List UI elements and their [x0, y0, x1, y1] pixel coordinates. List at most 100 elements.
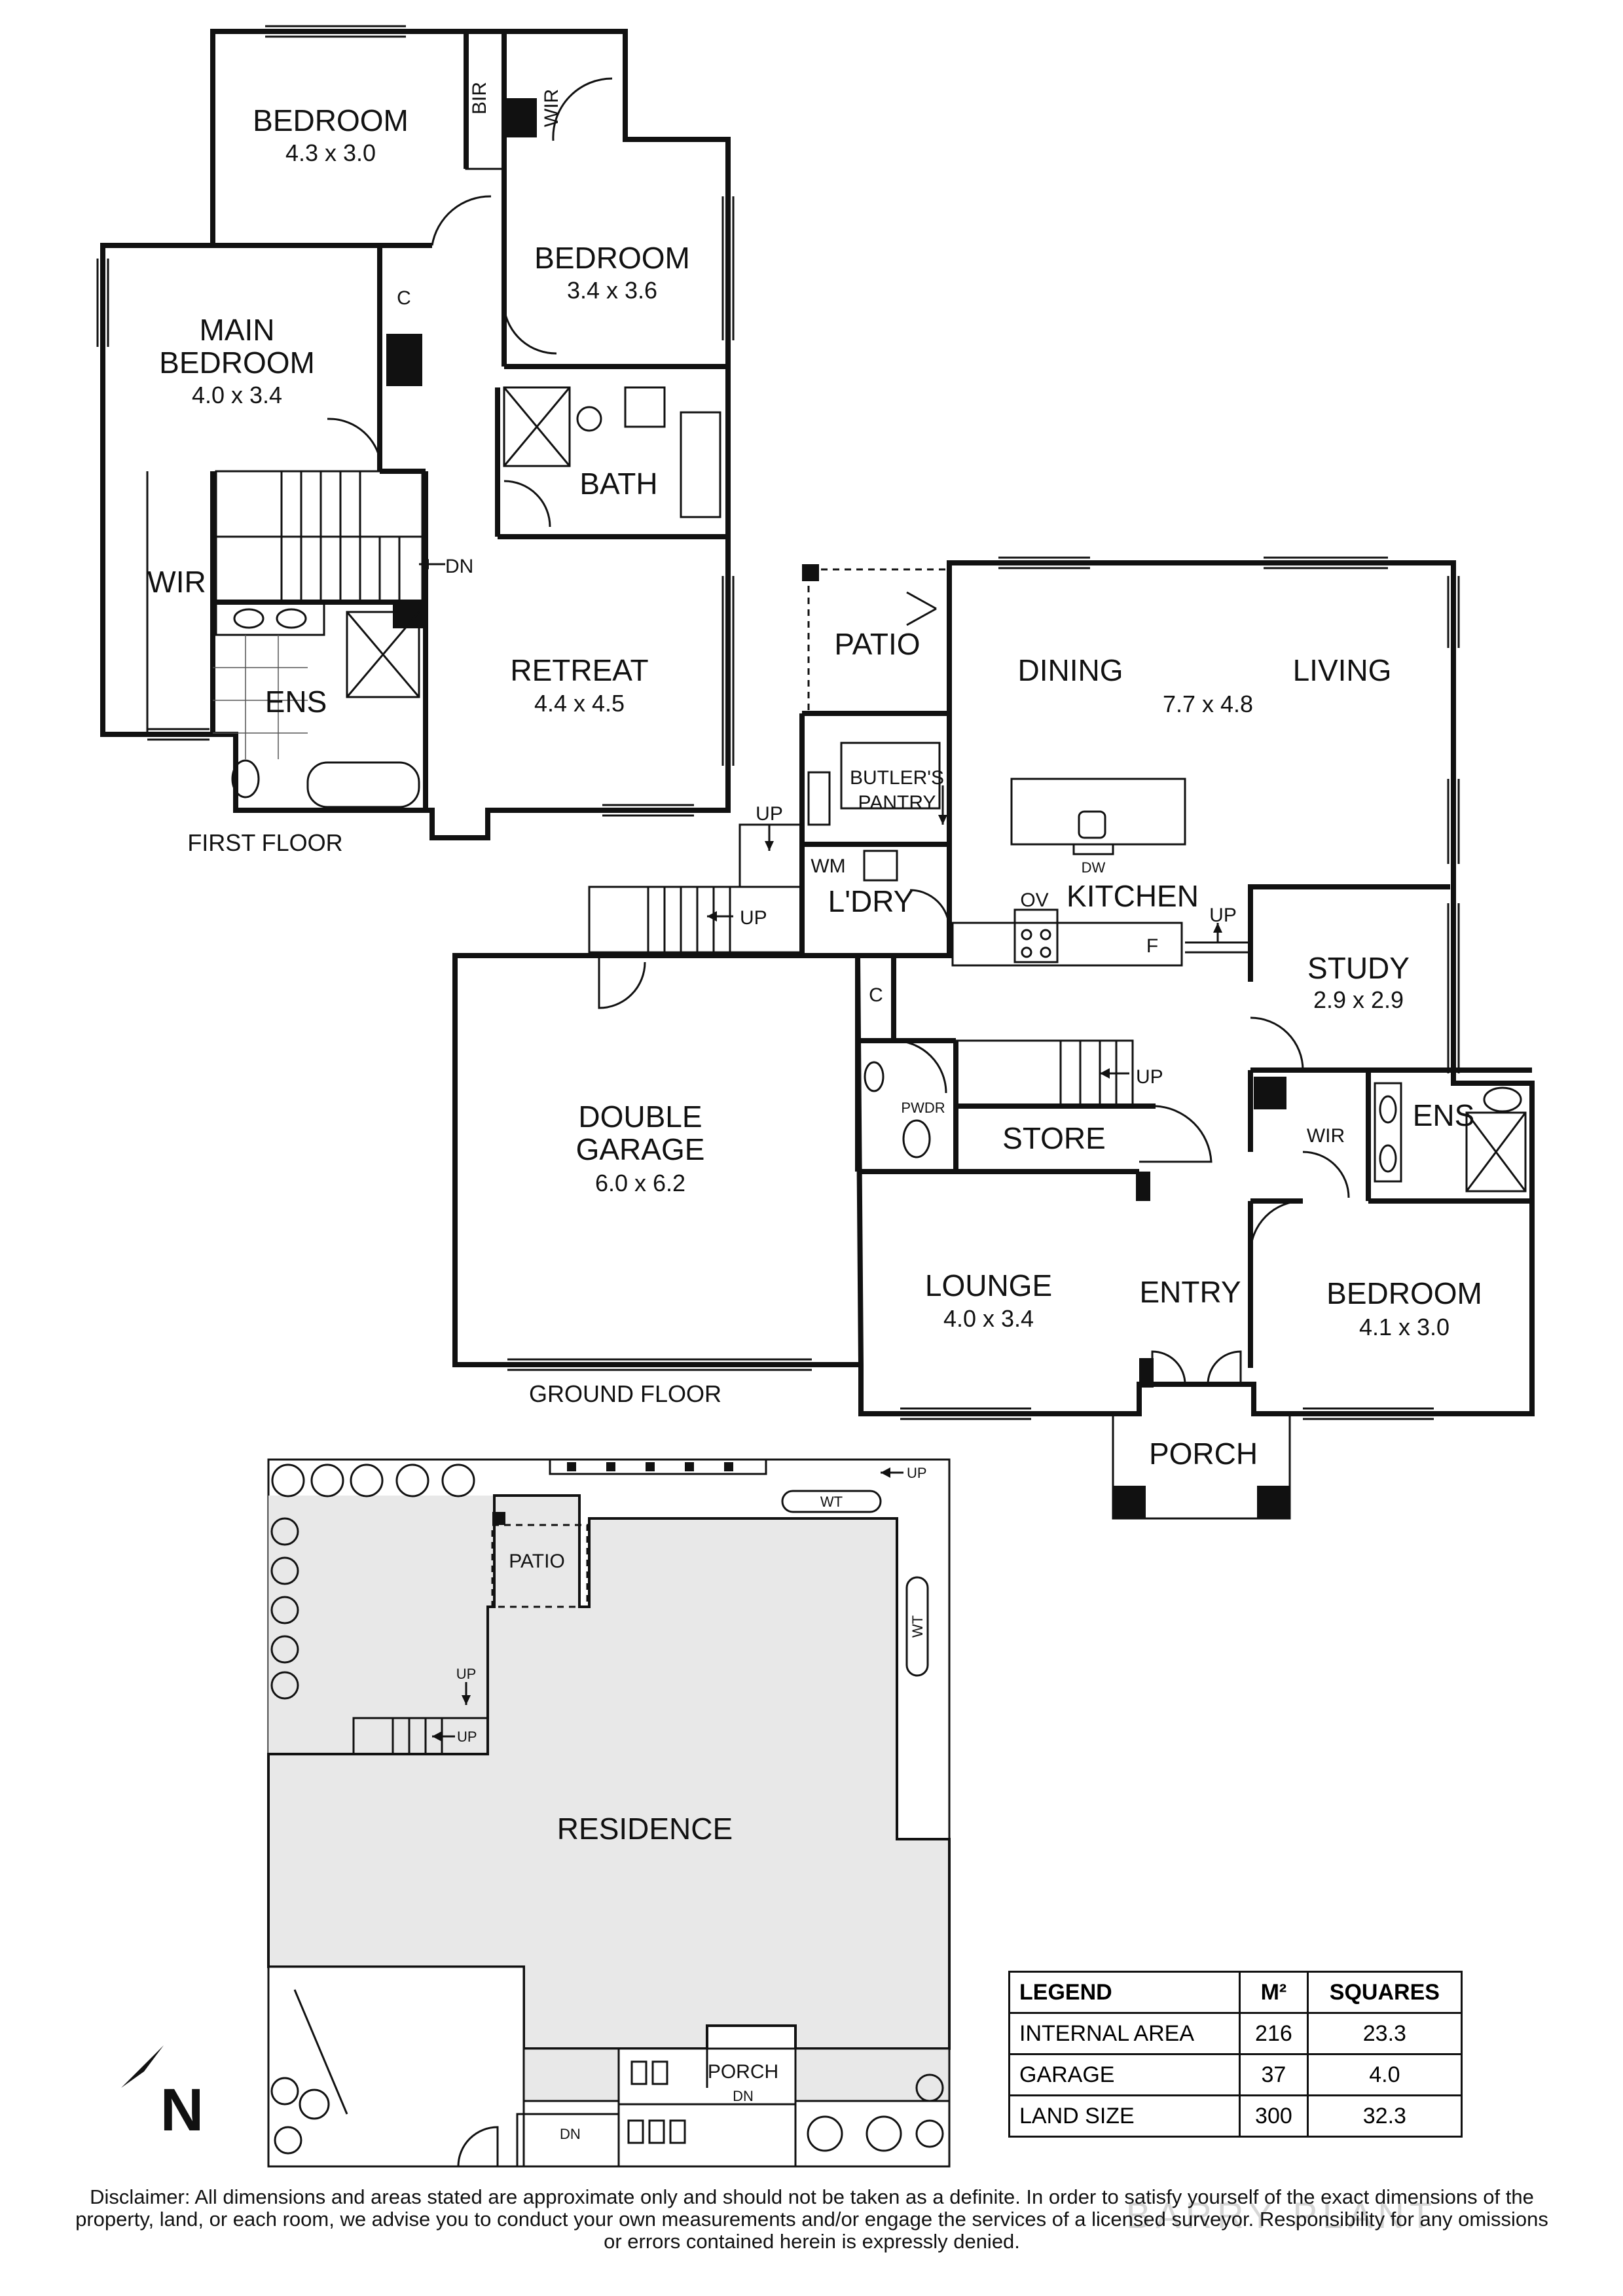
table-row: LAND SIZE 300 32.3: [1008, 2094, 1463, 2138]
lounge-dim: 4.0 x 3.4: [943, 1305, 1034, 1332]
legend-label: GARAGE: [1008, 2053, 1241, 2096]
door-swing: [552, 77, 613, 141]
dn-porch-label: DN: [733, 2088, 754, 2104]
up-label-a: UP: [756, 803, 783, 825]
garage-dim: 6.0 x 6.2: [595, 1170, 685, 1196]
main-bedroom-dim: 4.0 x 3.4: [192, 382, 282, 408]
site-plan: RESIDENCE PATIO PORCH WT WT UP UP UP DN …: [121, 1458, 951, 2168]
site-gate: [457, 2126, 499, 2167]
pillar: [386, 334, 422, 386]
wir-label: WIR: [147, 565, 206, 599]
ens-tiles: [213, 635, 308, 759]
door-swing: [503, 307, 557, 355]
study-dim: 2.9 x 2.9: [1313, 986, 1404, 1013]
garage-outline: [452, 953, 861, 1367]
bedroom-a-label: BEDROOM: [253, 103, 409, 137]
door-swing: [1302, 1151, 1350, 1198]
kitchen-label: KITCHEN: [1067, 879, 1199, 913]
fridge-label: F: [1146, 935, 1158, 957]
first-floor: BEDROOM 4.3 x 3.0 BIR WIR BEDROOM 3.4 x …: [96, 25, 735, 856]
entry-door-right: [1207, 1350, 1242, 1385]
wt-side-label: WT: [909, 1615, 926, 1638]
north-label: N: [160, 2077, 204, 2144]
store-stairs: [955, 1039, 1134, 1107]
site-porch-label: PORCH: [708, 2061, 778, 2083]
bath-label: BATH: [579, 467, 657, 501]
legend-m2: 300: [1239, 2094, 1309, 2138]
table-row: GARAGE 37 4.0: [1008, 2053, 1463, 2096]
pwdr-label: PWDR: [901, 1100, 945, 1116]
pwdr-basin: [864, 1061, 884, 1092]
door-swing: [893, 1039, 947, 1094]
first-floor-windows: [96, 25, 735, 817]
bathtub: [680, 411, 721, 518]
ens-vanity: [1374, 1082, 1402, 1183]
garage-label-1: DOUBLE: [578, 1100, 702, 1134]
retreat-dim: 4.4 x 4.5: [534, 690, 625, 717]
shrubs: [270, 1463, 944, 2155]
bedroom-ground-label: BEDROOM: [1326, 1276, 1482, 1310]
wt-top-label: WT: [820, 1494, 843, 1510]
store-label: STORE: [1002, 1121, 1106, 1155]
porch-outline: [1112, 1414, 1291, 1520]
bedroom-a-dim: 4.3 x 3.0: [285, 139, 376, 166]
patio-door: [906, 591, 937, 610]
wir-ground-label: WIR: [1307, 1125, 1345, 1147]
patio-label: PATIO: [834, 627, 920, 661]
butlers-label-2: PANTRY: [858, 792, 936, 814]
closet-label-ground: C: [869, 984, 883, 1006]
wm-label: WM: [811, 855, 845, 877]
ens-ground-label: ENS: [1413, 1098, 1475, 1132]
ground-floor-title: GROUND FLOOR: [529, 1380, 721, 1407]
pwdr-toilet: [902, 1119, 931, 1158]
retreat-label: RETREAT: [510, 653, 648, 687]
study-label: STUDY: [1307, 951, 1410, 985]
legend-table: LEGEND M² SQUARES INTERNAL AREA 216 23.3…: [1008, 1971, 1463, 2138]
site-stairs: [352, 1717, 489, 1755]
garage-internal-door: [598, 956, 646, 1009]
oven: [1013, 908, 1059, 924]
cooktop: [1013, 922, 1059, 963]
disclaimer-text: Disclaimer: All dimensions and areas sta…: [75, 2185, 1548, 2253]
ens-vanity: [215, 601, 325, 636]
pantry-bench: [840, 742, 941, 810]
ground-stairs: [588, 823, 803, 954]
wir-top-label: WIR: [541, 89, 562, 127]
ens-bath: [306, 761, 420, 808]
main-bedroom-label-2: BEDROOM: [159, 346, 315, 380]
study-walls: [1248, 884, 1450, 982]
door-swing: [431, 195, 492, 246]
up-stair-label: UP: [457, 1729, 477, 1745]
legend-m2: 37: [1239, 2053, 1309, 2096]
ens-label: ENS: [265, 685, 327, 719]
shower: [503, 386, 571, 467]
entry-label: ENTRY: [1139, 1275, 1241, 1309]
ens-shower: [346, 611, 420, 698]
bedroom-ground-dim: 4.1 x 3.0: [1359, 1314, 1450, 1340]
porch-label: PORCH: [1149, 1437, 1258, 1471]
first-floor-outline: [100, 29, 731, 840]
entry-door-left: [1151, 1350, 1186, 1385]
table-row: INTERNAL AREA 216 23.3: [1008, 2012, 1463, 2055]
stairs: [215, 470, 445, 603]
up-kitchen-label: UP: [1209, 905, 1237, 926]
door-swing: [909, 889, 951, 930]
water-tank-side: [905, 1576, 929, 1677]
main-bedroom-label-1: MAIN: [200, 313, 275, 347]
squares-header: SQUARES: [1306, 1971, 1463, 2014]
first-floor-title: FIRST FLOOR: [187, 829, 342, 856]
legend-label: LAND SIZE: [1008, 2094, 1241, 2138]
ens-shower: [1465, 1111, 1527, 1193]
up-side-label: UP: [456, 1666, 477, 1682]
kitchen-bench: [951, 922, 1183, 967]
ens-toilet: [231, 759, 260, 798]
legend-label: INTERNAL AREA: [1008, 2012, 1241, 2055]
closet-label: C: [397, 287, 411, 309]
ground-floor-windows: [900, 556, 1460, 1420]
legend-m2: 216: [1239, 2012, 1309, 2055]
ens-toilet: [1483, 1086, 1522, 1113]
bedroom-b-label: BEDROOM: [534, 241, 690, 275]
pillar: [504, 98, 537, 137]
dining-label: DINING: [1018, 653, 1123, 687]
dishwasher: [1072, 843, 1114, 855]
